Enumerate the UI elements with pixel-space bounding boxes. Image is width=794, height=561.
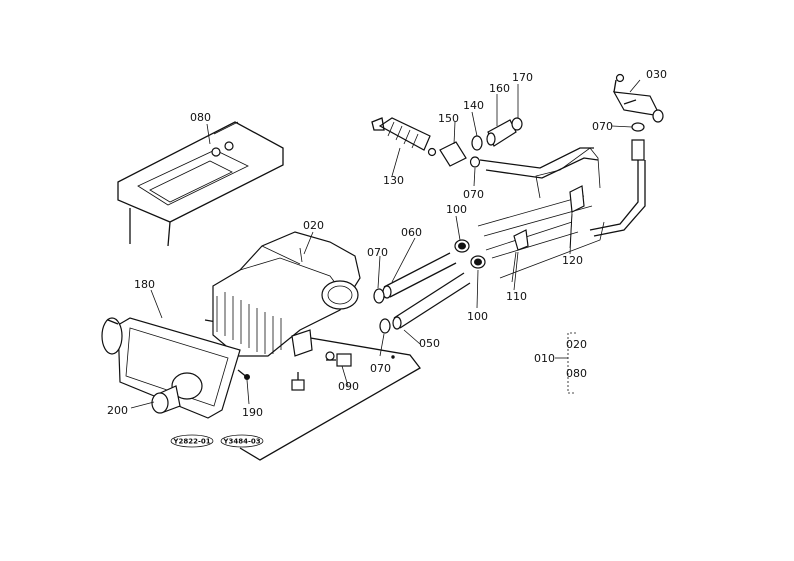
label-030: 030 <box>646 68 667 81</box>
label-070-lower: 070 <box>370 362 391 375</box>
fitting-150 <box>427 141 467 167</box>
clip-small <box>291 372 305 391</box>
label-020-assembly: 020 <box>566 338 587 351</box>
label-070-right: 070 <box>592 120 613 133</box>
clamp-140 <box>471 135 483 151</box>
label-150: 150 <box>438 112 459 125</box>
bracket-090 <box>325 351 352 367</box>
label-080: 080 <box>190 111 211 124</box>
label-100-upper: 100 <box>446 203 467 216</box>
code-1-text: Y2822-01 <box>172 438 210 446</box>
pipe-030-down <box>589 139 646 237</box>
outlet-200 <box>151 372 203 414</box>
label-050: 050 <box>419 337 440 350</box>
label-010: 010 <box>534 352 555 365</box>
code-bubble-2: Y3484-03 <box>220 434 264 448</box>
bracket-110 <box>511 229 529 283</box>
label-090: 090 <box>338 380 359 393</box>
valve-030 <box>612 73 664 123</box>
label-100-lower: 100 <box>467 310 488 323</box>
leader-lines <box>130 79 641 409</box>
grommet-100-upper <box>454 239 470 253</box>
label-070-upper: 070 <box>367 246 388 259</box>
label-020: 020 <box>303 219 324 232</box>
clamp-070-right <box>631 122 645 132</box>
label-140: 140 <box>463 99 484 112</box>
screw-190 <box>237 369 250 380</box>
clamp-070-lower <box>379 318 391 334</box>
hose-130 <box>371 117 431 151</box>
label-070-mid: 070 <box>463 188 484 201</box>
hose-060 <box>382 252 457 299</box>
assembly-bracket <box>555 332 576 394</box>
grommet-100-lower <box>470 255 486 269</box>
pipe-run <box>477 147 605 279</box>
heater-unit <box>212 231 361 357</box>
tank-outline <box>117 121 284 247</box>
clamp-070-mid <box>469 156 481 168</box>
code-2-text: Y3484-03 <box>222 438 260 446</box>
return-hose <box>479 147 599 179</box>
hose-050 <box>392 272 471 330</box>
label-130: 130 <box>383 174 404 187</box>
code-bubble-1: Y2822-01 <box>170 434 214 448</box>
label-180: 180 <box>134 278 155 291</box>
clamp-070-upper <box>373 288 385 304</box>
label-060: 060 <box>401 226 422 239</box>
label-080-assembly: 080 <box>566 367 587 380</box>
clamp-170 <box>511 117 523 131</box>
label-110: 110 <box>506 290 527 303</box>
label-120: 120 <box>562 254 583 267</box>
label-200: 200 <box>107 404 128 417</box>
label-160: 160 <box>489 82 510 95</box>
label-190: 190 <box>242 406 263 419</box>
duct-180 <box>101 317 241 419</box>
pipe-160 <box>486 119 517 147</box>
label-170: 170 <box>512 71 533 84</box>
